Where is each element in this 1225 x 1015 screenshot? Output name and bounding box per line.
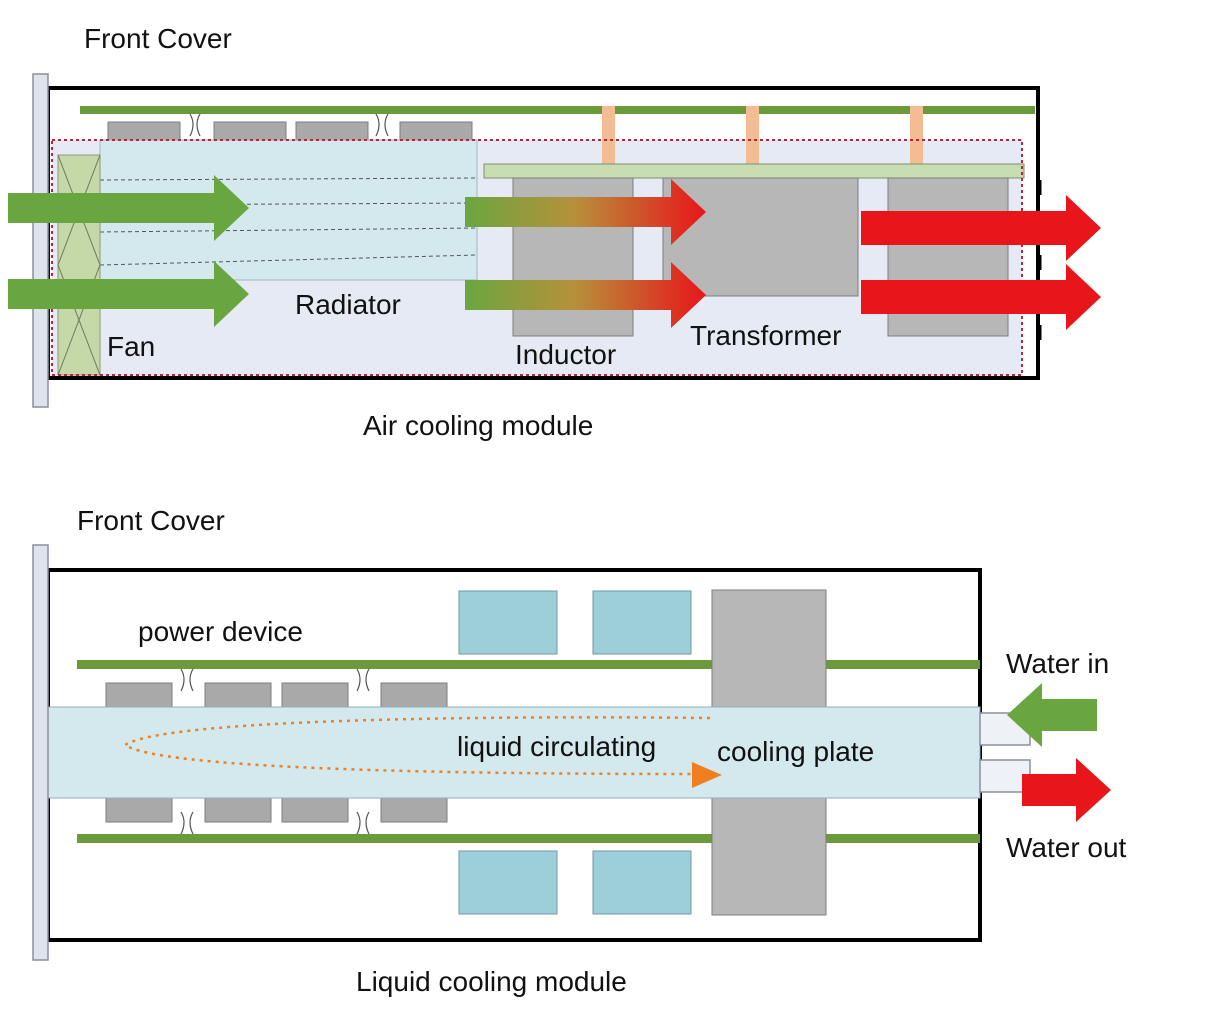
air-module-caption: Air cooling module [363, 410, 593, 441]
cold-air-arrow [8, 261, 249, 327]
capacitor [458, 590, 558, 655]
hot-air-arrow [861, 264, 1101, 330]
power-device [204, 797, 272, 823]
transformer [662, 177, 859, 297]
power-device [399, 121, 473, 141]
liquid-device-leads [180, 668, 370, 835]
water-out-label: Water out [1006, 832, 1127, 863]
warm-air-arrow [465, 179, 706, 245]
liquid-circulating-label: liquid circulating [457, 731, 656, 762]
power-device [281, 682, 349, 708]
warm-air-arrow [465, 262, 706, 328]
transformer-label: Transformer [690, 320, 841, 351]
fan-label: Fan [107, 331, 155, 362]
liquid-module-caption: Liquid cooling module [356, 966, 627, 997]
liquid-flow-arrowhead [692, 762, 722, 788]
radiator-label: Radiator [295, 289, 401, 320]
air-mid-board [483, 163, 1025, 179]
power-device [105, 682, 173, 708]
capacitor [592, 850, 692, 915]
liquid-top-board [77, 660, 980, 669]
front-cover-label: Front Cover [84, 23, 232, 54]
air-power-devices [107, 121, 473, 141]
standoff [602, 106, 615, 164]
air-path-outline [51, 139, 1023, 376]
liquid-front-cover [32, 544, 49, 961]
power-device [295, 121, 369, 141]
air-device-leads [189, 113, 389, 137]
standoff [910, 106, 923, 164]
cold-air-arrow [8, 175, 249, 241]
front-cover-label: Front Cover [77, 505, 225, 536]
liquid-power-devices-bottom [105, 797, 448, 823]
power-device [107, 121, 181, 141]
standoff [746, 106, 759, 164]
power-device [281, 797, 349, 823]
power-device [380, 682, 448, 708]
water-out-arrow [1022, 758, 1111, 822]
power-device [380, 797, 448, 823]
air-top-board [80, 106, 1035, 114]
power-device [204, 682, 272, 708]
liquid-bottom-board [77, 834, 980, 843]
capacitor [592, 590, 692, 655]
water-in-label: Water in [1006, 648, 1109, 679]
capacitor [458, 850, 558, 915]
hot-air-arrow [861, 195, 1101, 261]
fan [57, 154, 101, 376]
cooling-plate-label: cooling plate [717, 736, 874, 767]
air-front-cover [32, 73, 49, 408]
power-device [213, 121, 287, 141]
water-in-arrow [1007, 683, 1097, 747]
air-cooling-module: Front Cover Fan Radiator Inductor Transf… [8, 23, 1101, 441]
liquid-cooling-module: Front Cover power device liquid circulat… [32, 505, 1127, 997]
power-device [105, 797, 173, 823]
power-device-label: power device [138, 616, 303, 647]
inductor-label: Inductor [515, 339, 616, 370]
